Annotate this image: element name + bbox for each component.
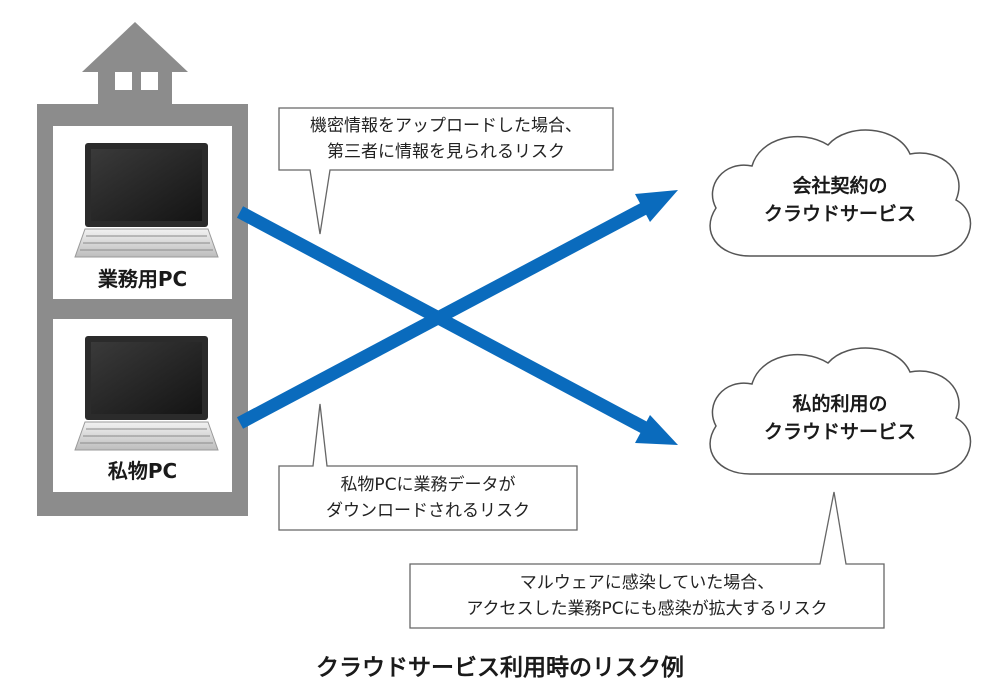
callout-top-line2: 第三者に情報を見られるリスク [327,142,565,162]
callout-bottom-box [409,491,885,629]
laptop-icon [74,143,219,258]
private-cloud-label-line1: 私的利用の [792,393,888,415]
work-pc-label: 業務用PC [97,267,188,291]
callout-bottom-line2: アクセスした業務PCにも感染が拡大するリスク [466,599,828,619]
callout-middle-line2: ダウンロードされるリスク [326,501,530,521]
laptop-icon [74,336,219,451]
callout-bottom-text: マルウェアに感染していた場合、 アクセスした業務PCにも感染が拡大するリスク [410,570,884,622]
diagram-caption: クラウドサービス利用時のリスク例 [316,655,684,681]
cloud-icon [709,347,972,475]
company-cloud-label-line1: 会社契約の [792,175,888,197]
cloud-icon [709,129,972,257]
company-cloud-label-line2: クラウドサービス [763,203,916,225]
callout-middle-line1: 私物PCに業務データが [340,475,516,495]
personal-pc-label: 私物PC [107,459,178,483]
callout-middle-box [278,403,578,531]
private-cloud-label-line2: クラウドサービス [763,421,916,443]
private-cloud-label: 私的利用の クラウドサービス [730,390,950,446]
callout-top-box [278,107,614,235]
callout-top-line1: 機密情報をアップロードした場合、 [310,116,582,136]
callout-bottom-line1: マルウェアに感染していた場合、 [519,573,775,593]
arrow-personal-pc-to-company-cloud [236,190,678,429]
arrow-work-pc-to-private-cloud [236,206,678,445]
company-cloud-label: 会社契約の クラウドサービス [730,172,950,228]
callout-top-text: 機密情報をアップロードした場合、 第三者に情報を見られるリスク [279,113,613,165]
callout-middle-text: 私物PCに業務データが ダウンロードされるリスク [279,472,577,524]
